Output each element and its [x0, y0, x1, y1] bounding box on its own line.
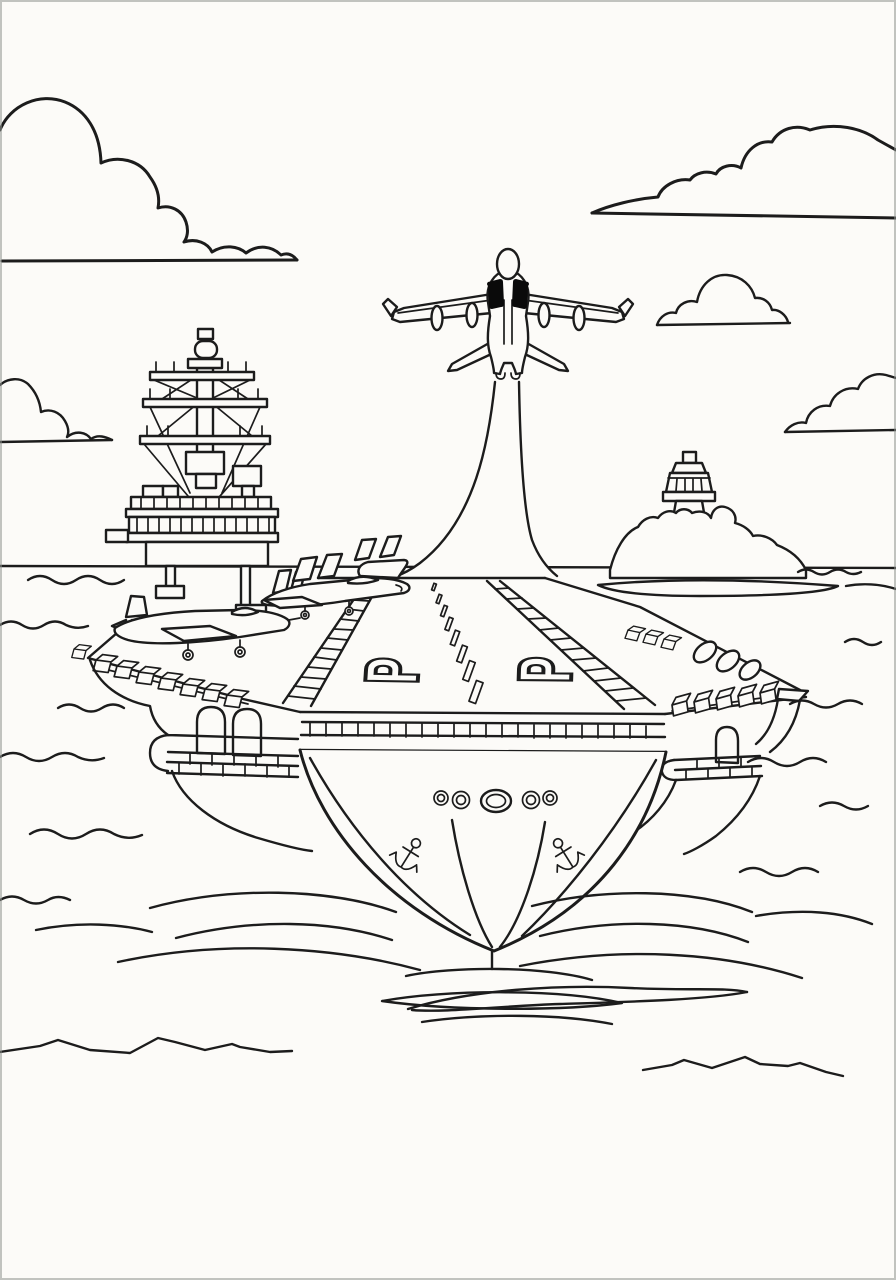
port-dome-1: [195, 705, 227, 756]
flying-jet: [381, 247, 635, 380]
engine-nozzles: [495, 372, 521, 380]
parked-jet-rear: [353, 534, 409, 580]
sponson-tip: [775, 687, 810, 703]
mast: [138, 327, 272, 499]
intake-right: [512, 279, 529, 309]
deck-letter-port: P: [351, 657, 437, 686]
runway-stripe-starboard: [485, 579, 657, 711]
cloud-mid-left: [0, 378, 114, 444]
nose-cone: [495, 247, 521, 281]
hull: [298, 748, 668, 971]
yardarm-bottom: [138, 434, 272, 446]
drop-tank: [537, 301, 551, 329]
port-dome-2: [231, 707, 263, 758]
yardarm-top: [148, 370, 256, 382]
port-brick-wall: [165, 750, 300, 779]
runway-centerline: [430, 582, 484, 705]
winglet-left: [381, 297, 399, 318]
portholes: [433, 788, 558, 814]
lighthouse-cap: [670, 461, 708, 475]
bridge-window-band-main: [127, 515, 277, 535]
flight-deck: P P: [71, 576, 810, 754]
lighthouse-lantern: [664, 471, 714, 494]
radar-box: [184, 450, 226, 476]
cloud-small-right: [655, 273, 792, 327]
island-superstructure: [104, 327, 280, 617]
starboard-brick-wall: [672, 754, 764, 782]
drop-tank: [572, 304, 586, 332]
parked-jet-side: [110, 594, 301, 661]
wave-squiggles: [0, 568, 883, 1078]
islet: [596, 450, 840, 598]
starboard-dome: [714, 725, 740, 765]
intake-left: [487, 279, 504, 309]
bow-fascia: [298, 710, 668, 754]
sea: [0, 568, 896, 1078]
bridge-base: [144, 540, 270, 568]
cloud-top-left: [0, 97, 299, 263]
bridge-wing: [104, 528, 130, 544]
wing: [160, 624, 238, 643]
support-column-right: [239, 564, 252, 608]
canopy: [230, 606, 260, 617]
bow-wake: [34, 583, 896, 1026]
parked-aircraft: [110, 534, 411, 661]
bridge-window-band-upper: [129, 495, 273, 511]
starboard-sponson: [632, 697, 802, 856]
islet-waterline: [596, 579, 840, 598]
lighthouse-top-box: [681, 450, 698, 465]
yardarm-middle: [141, 397, 269, 409]
canopy: [346, 575, 380, 585]
islet-landmass: [608, 505, 808, 580]
cloud-mid-right: [783, 373, 896, 434]
drop-tank: [430, 304, 444, 332]
lighthouse-gallery: [661, 490, 717, 503]
antenna-box: [231, 464, 263, 488]
sky: [0, 97, 896, 444]
cloud-top-right: [590, 124, 896, 220]
starboard-edge-domes: [692, 640, 762, 681]
port-sponson: [88, 658, 314, 853]
drop-tank: [465, 301, 479, 329]
contrail: [392, 380, 559, 579]
deck-letter-starboard: P: [505, 656, 590, 684]
parked-jet-folded: [260, 552, 411, 620]
winglet-right: [617, 297, 635, 318]
tail-fin: [124, 594, 149, 619]
